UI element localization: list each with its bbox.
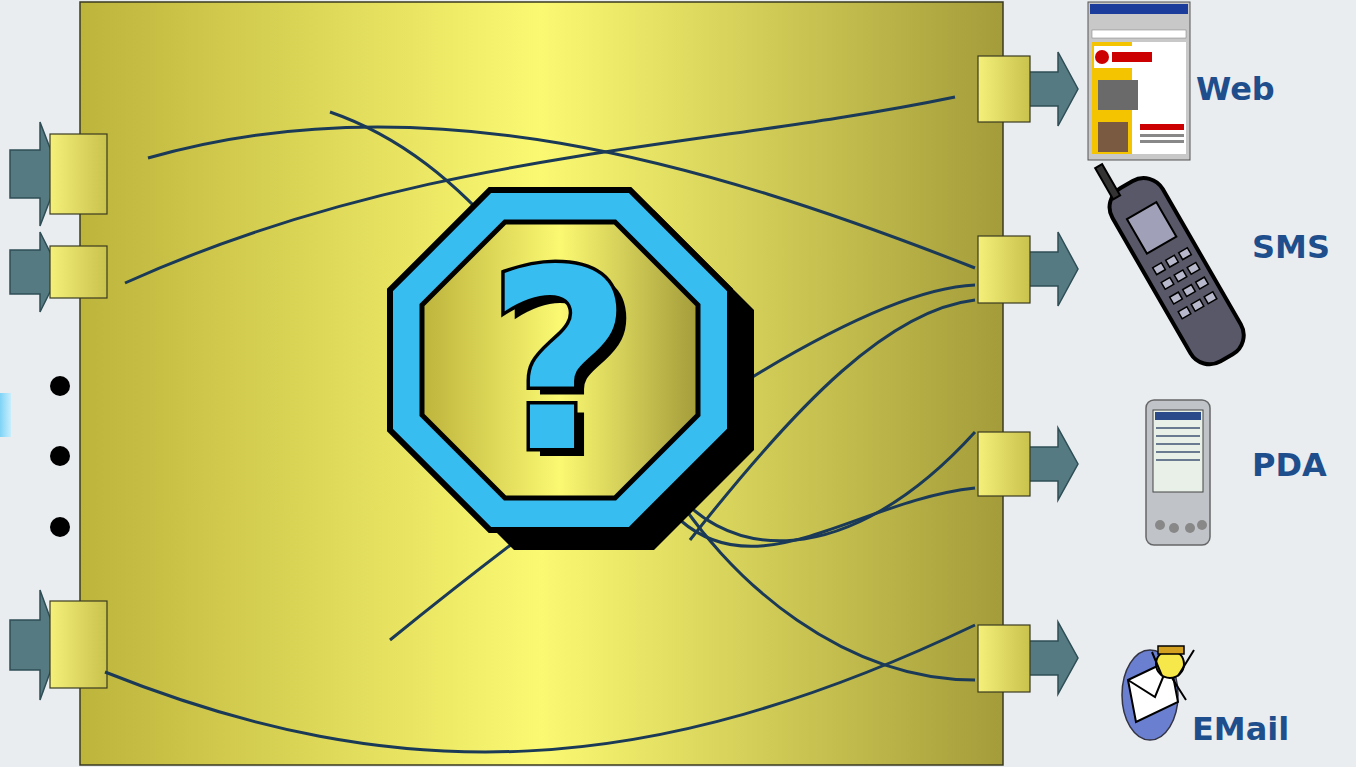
system-box xyxy=(80,2,1003,765)
side-band xyxy=(0,393,11,437)
phone-icon xyxy=(1087,144,1252,372)
browser-icon xyxy=(1088,2,1190,160)
web-output-label: Web xyxy=(1196,72,1275,107)
ports xyxy=(50,56,1030,692)
question-mark: ? xyxy=(487,237,632,487)
pda-icon xyxy=(1146,400,1210,545)
ellipsis-dots xyxy=(50,376,70,537)
question-octagon xyxy=(390,190,754,550)
output-arrows xyxy=(1025,52,1078,694)
email-output-label: EMail xyxy=(1192,712,1289,747)
output-name: PDA xyxy=(1252,448,1327,483)
output-name: EMail xyxy=(1192,712,1289,747)
pda-output-label: PDA xyxy=(1252,448,1327,483)
output-name: Web xyxy=(1196,72,1275,107)
wires xyxy=(105,97,975,752)
sms-output-label: SMS xyxy=(1252,230,1330,265)
output-name: SMS xyxy=(1252,230,1330,265)
email-icon xyxy=(1122,646,1194,740)
